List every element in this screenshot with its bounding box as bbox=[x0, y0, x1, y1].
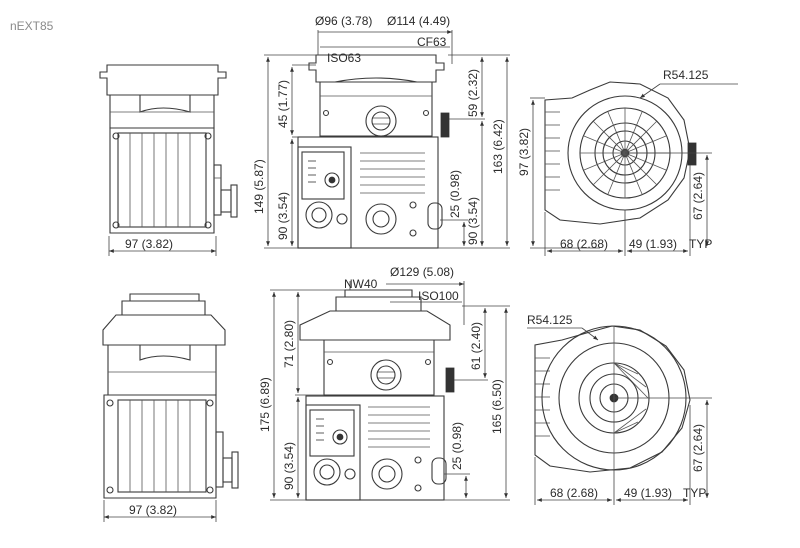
top-inner-diameter-label: Ø96 (3.78) bbox=[315, 14, 372, 28]
top-w49-label: 49 (1.93) bbox=[629, 237, 677, 251]
bottom-nw-flange-label: NW40 bbox=[344, 277, 378, 291]
bottom-h71-label: 71 (2.80) bbox=[282, 320, 296, 368]
bottom-side-width-label: 97 (3.82) bbox=[129, 503, 177, 517]
bottom-iso-flange-label: ISO100 bbox=[418, 289, 459, 303]
bottom-h165-label: 165 (6.50) bbox=[490, 379, 504, 434]
top-w68-label: 68 (2.68) bbox=[560, 237, 608, 251]
top-h90-right-label: 90 (3.54) bbox=[466, 197, 480, 245]
top-h97-label: 97 (3.82) bbox=[517, 128, 531, 176]
bottom-h67-label: 67 (2.64) bbox=[691, 424, 705, 472]
top-outer-diameter-label: Ø114 (4.49) bbox=[387, 14, 450, 28]
top-cf-flange-label: CF63 bbox=[417, 35, 447, 49]
top-front-view bbox=[297, 54, 450, 249]
bottom-typ-label: TYP bbox=[683, 486, 706, 500]
bottom-w68-label: 68 (2.68) bbox=[550, 486, 598, 500]
top-side-width-label: 97 (3.82) bbox=[125, 237, 173, 251]
bottom-h90-label: 90 (3.54) bbox=[282, 442, 296, 490]
top-iso-flange-label: ISO63 bbox=[327, 51, 361, 65]
bottom-front-view bbox=[299, 289, 455, 501]
top-h149-label: 149 (5.87) bbox=[252, 159, 266, 214]
top-h163-label: 163 (6.42) bbox=[491, 119, 505, 174]
top-h59-label: 59 (2.32) bbox=[466, 69, 480, 117]
bottom-h25-label: 25 (0.98) bbox=[450, 422, 464, 470]
model-title: nEXT85 bbox=[10, 19, 54, 33]
bottom-side-view bbox=[102, 293, 239, 499]
bottom-outer-diameter-label: Ø129 (5.08) bbox=[390, 265, 454, 279]
top-h90-left-label: 90 (3.54) bbox=[276, 192, 290, 240]
top-h25-label: 25 (0.98) bbox=[448, 170, 462, 218]
bottom-radius-label: R54.125 bbox=[527, 313, 573, 327]
bottom-h175-label: 175 (6.89) bbox=[258, 377, 272, 432]
top-h45-label: 45 (1.77) bbox=[276, 80, 290, 128]
top-side-view bbox=[99, 64, 238, 234]
bottom-end-view bbox=[534, 325, 691, 473]
top-typ-label: TYP bbox=[689, 237, 712, 251]
top-radius-label: R54.125 bbox=[663, 68, 709, 82]
bottom-w49-label: 49 (1.93) bbox=[624, 486, 672, 500]
bottom-h61-label: 61 (2.40) bbox=[469, 322, 483, 370]
top-h67-label: 67 (2.64) bbox=[691, 172, 705, 220]
